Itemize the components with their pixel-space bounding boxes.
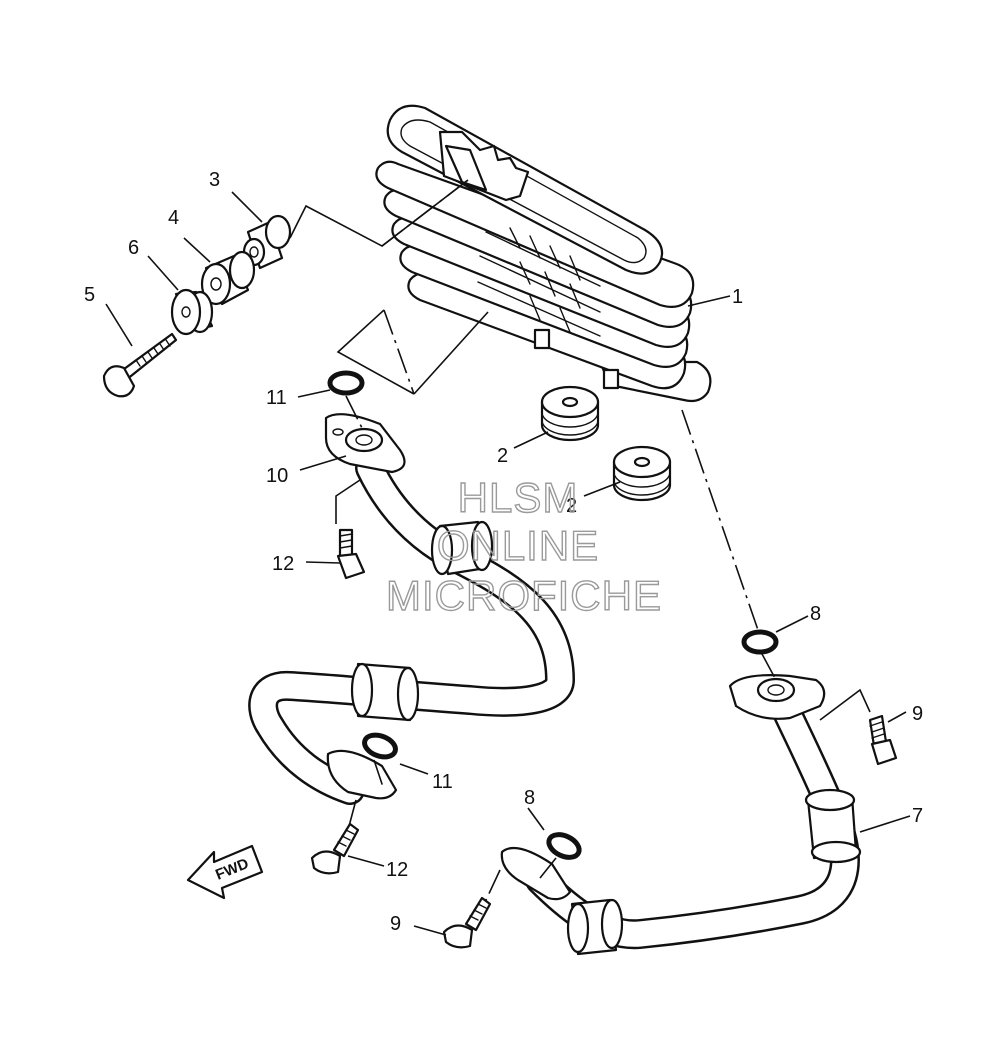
callout-8-lower: 8 — [524, 787, 535, 809]
damper — [200, 250, 256, 306]
callout-12-lower: 12 — [386, 859, 408, 881]
bolt-12-upper — [336, 528, 366, 580]
callout-5: 5 — [84, 284, 95, 306]
callout-9-lower: 9 — [390, 913, 401, 935]
watermark-line-3: MICROFICHE — [386, 572, 662, 619]
callout-2-upper: 2 — [497, 445, 508, 467]
bolt-9-lower — [442, 896, 492, 949]
washer — [170, 288, 214, 336]
grommet-upper — [540, 385, 600, 442]
callout-11-upper: 11 — [266, 387, 287, 409]
inlet-pipe — [248, 413, 575, 805]
callout-1: 1 — [732, 286, 743, 308]
o-ring-lower-8 — [546, 832, 582, 860]
callout-9-upper: 9 — [912, 703, 923, 725]
o-ring-upper-8 — [741, 629, 779, 655]
o-ring-lower-11 — [362, 732, 398, 760]
callout-10: 10 — [266, 465, 288, 487]
callout-6: 6 — [128, 237, 139, 259]
bolt — [102, 332, 178, 398]
bolt-12-lower — [310, 822, 360, 875]
callout-12-upper: 12 — [272, 553, 294, 575]
callout-3: 3 — [209, 169, 220, 191]
callout-7: 7 — [912, 805, 923, 827]
callout-8-upper: 8 — [810, 603, 821, 625]
o-ring-upper-11 — [327, 370, 365, 396]
bolt-9-upper — [868, 714, 898, 766]
grommet-lower — [612, 445, 672, 502]
callout-4: 4 — [168, 207, 179, 229]
watermark-line-1: HLSM — [458, 474, 579, 521]
callouts: 1 2 2 3 4 5 6 7 8 8 9 9 10 11 11 12 12 — [84, 169, 923, 935]
watermark-line-2: ONLINE — [437, 522, 599, 569]
callout-2-lower: 2 — [566, 495, 577, 517]
fwd-arrow-icon: FWD — [186, 844, 264, 900]
watermark: HLSM ONLINE MICROFICHE — [385, 473, 662, 619]
oil-cooler — [375, 104, 712, 403]
leader-lines — [105, 179, 911, 936]
callout-11-lower: 11 — [432, 771, 453, 793]
outlet-pipe — [500, 674, 862, 956]
